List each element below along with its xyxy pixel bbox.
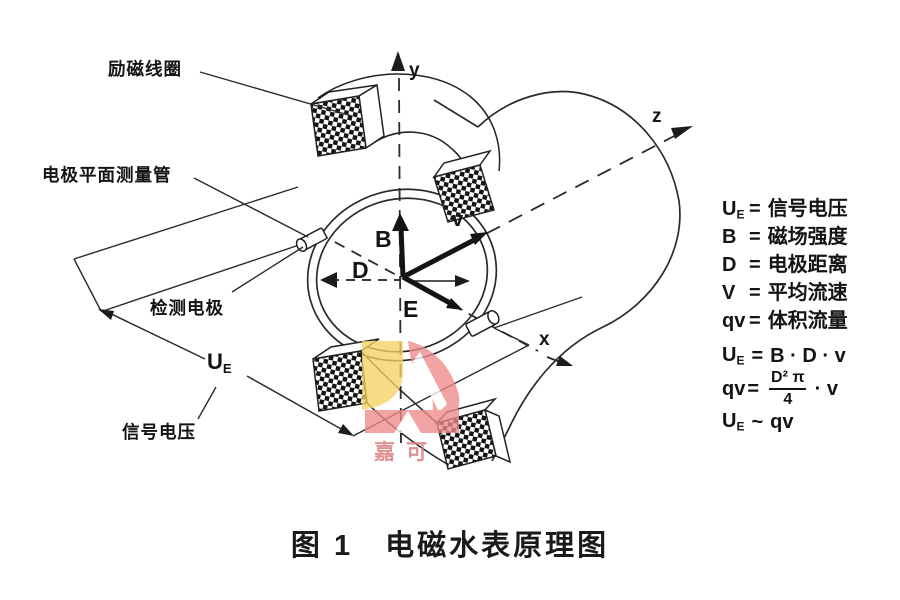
f2-suffix: · v: [814, 377, 838, 400]
f1-lhs: U: [722, 344, 737, 367]
d-right-arrowhead: [455, 275, 470, 287]
formula-proportional: UE ~ qv: [722, 409, 846, 435]
leader-lines: [193, 71, 353, 420]
y-axis-label: y: [409, 60, 420, 81]
measuring-tube-label: 电极平面测量管: [42, 165, 172, 185]
lower-electrode: [465, 310, 500, 337]
legend-text: 磁场强度: [767, 226, 848, 248]
legend-row-v: V = 平均流速: [722, 276, 848, 304]
signal-voltage-label: 信号电压: [122, 422, 196, 442]
axes: [317, 51, 693, 453]
legend-eq: =: [749, 226, 761, 248]
f2-lhs: qv: [722, 377, 746, 400]
legend-sub: E: [736, 207, 745, 222]
v-vector-arrowhead: [470, 232, 488, 245]
legend-row-qv: qv = 体积流量: [722, 304, 848, 332]
pipe-body: [433, 90, 681, 462]
f2-numerator: D² π: [771, 369, 805, 386]
upper-electrode: [295, 227, 328, 252]
vector-v-label: v: [452, 209, 464, 231]
legend-eq: =: [749, 254, 761, 276]
ue-bracket: [98, 309, 354, 436]
f1-rhs: B · D · v: [770, 344, 846, 367]
vector-d-label: D: [352, 257, 369, 283]
top-coil: [310, 73, 501, 223]
ue-annotation: UE: [207, 349, 232, 376]
formula-ue: UE = B · D · v: [722, 343, 846, 369]
z-axis-label: z: [652, 106, 662, 127]
vector-arrows: [392, 213, 488, 310]
legend-sym: U: [722, 198, 737, 220]
ue-subscript: E: [222, 360, 232, 376]
d-left-arrowhead: [320, 272, 337, 288]
symbol-legend: UE = 信号电压 B = 磁场强度 D = 电极距离 V = 平均流速 qv …: [722, 192, 848, 332]
detection-electrodes: [295, 227, 500, 337]
legend-text: 信号电压: [767, 198, 848, 220]
watermark-logo: [362, 341, 460, 433]
ue-left-arrowhead: [98, 309, 114, 320]
f3-sub: E: [736, 419, 745, 434]
f1-sub: E: [736, 353, 745, 368]
legend-eq: =: [749, 198, 761, 220]
legend-text: 电极距离: [767, 254, 848, 276]
legend-eq: =: [749, 282, 761, 304]
f3-rhs: qv: [770, 410, 794, 433]
f2-eq: =: [747, 377, 760, 400]
figure-caption: 图 1 电磁水表原理图: [290, 530, 610, 562]
legend-text: 平均流速: [767, 282, 848, 304]
f3-relation: ~: [751, 410, 764, 433]
vector-e-label: E: [403, 296, 419, 322]
x-axis-arrowhead: [556, 356, 573, 366]
legend-sym: V: [722, 282, 736, 304]
legend-row-b: B = 磁场强度: [722, 220, 848, 248]
formula-qv: qv = D² π 4 · v: [722, 369, 846, 409]
watermark-yellow-shape: [362, 341, 403, 410]
legend-eq: =: [749, 310, 761, 332]
ue-right-arrowhead: [338, 424, 354, 436]
f1-eq: =: [751, 344, 764, 367]
ue-base: U: [207, 349, 223, 374]
e-vector-arrowhead: [446, 298, 463, 310]
f2-fraction: D² π 4: [767, 370, 809, 408]
detection-electrode-label: 检测电极: [150, 298, 224, 318]
legend-sym: B: [722, 226, 737, 248]
z-axis-arrowhead: [671, 126, 693, 139]
legend-row-ue: UE = 信号电压: [722, 192, 848, 222]
electrode-plane-lines: [73, 186, 583, 437]
formula-block: UE = B · D · v qv = D² π 4 · v UE ~ qv: [722, 343, 846, 435]
legend-sym: D: [722, 254, 737, 276]
legend-row-d: D = 电极距离: [722, 248, 848, 276]
f2-denominator: 4: [769, 388, 807, 408]
watermark-text: 嘉可: [374, 440, 438, 464]
x-axis-label: x: [539, 329, 550, 350]
d-distance-line: [320, 272, 470, 288]
legend-sym: qv: [722, 310, 746, 332]
b-vector-arrowhead: [392, 213, 409, 231]
y-axis-arrowhead: [391, 51, 405, 71]
f3-lhs: U: [722, 410, 737, 433]
vector-b-label: B: [375, 226, 392, 252]
excitation-coil-label: 励磁线圈: [108, 59, 182, 79]
legend-text: 体积流量: [767, 310, 848, 332]
